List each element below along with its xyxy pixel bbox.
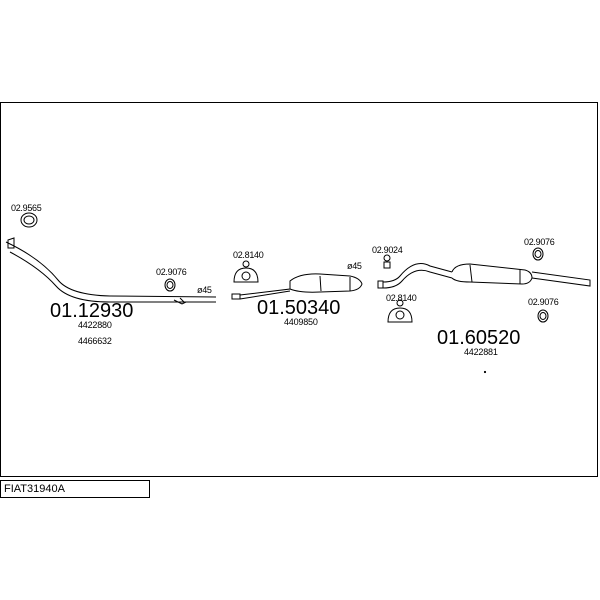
- label-hanger-b: 02.9076: [524, 237, 555, 247]
- oem-number-front-pipe-2: 4466632: [78, 336, 112, 346]
- label-mount-b: 02.9024: [372, 245, 403, 255]
- oem-number-centre-muffler: 4409850: [284, 317, 318, 327]
- label-diameter-2: ø45: [347, 261, 362, 271]
- label-hanger-c: 02.9076: [528, 297, 559, 307]
- centre-muffler: [231, 273, 363, 300]
- fitting-mount-b: [383, 254, 391, 269]
- label-mount-c: 02.8140: [386, 293, 417, 303]
- diagram-frame: [0, 102, 598, 477]
- fitting-mount-c: [387, 299, 413, 323]
- fitting-hanger-c: [537, 309, 549, 323]
- diagram-code: FIAT31940A: [0, 480, 150, 498]
- rear-muffler: [377, 263, 591, 289]
- part-number-front-pipe: 01.12930: [50, 300, 134, 322]
- part-number-rear-muffler: 01.60520: [437, 327, 521, 349]
- fitting-hanger-b: [532, 247, 544, 261]
- fitting-mount-a: [233, 260, 259, 283]
- part-number-centre-muffler: 01.50340: [257, 297, 341, 319]
- fitting-hanger-a: [164, 278, 176, 292]
- label-clamp-front: 02.9565: [11, 203, 42, 213]
- label-hanger-a: 02.9076: [156, 267, 187, 277]
- label-diameter-1: ø45: [197, 285, 212, 295]
- front-pipe: [5, 237, 217, 305]
- oem-number-front-pipe-1: 4422880: [78, 320, 112, 330]
- label-mount-a: 02.8140: [233, 250, 264, 260]
- fitting-clamp-front: [20, 212, 38, 228]
- oem-number-rear-muffler: 4422881: [464, 347, 498, 357]
